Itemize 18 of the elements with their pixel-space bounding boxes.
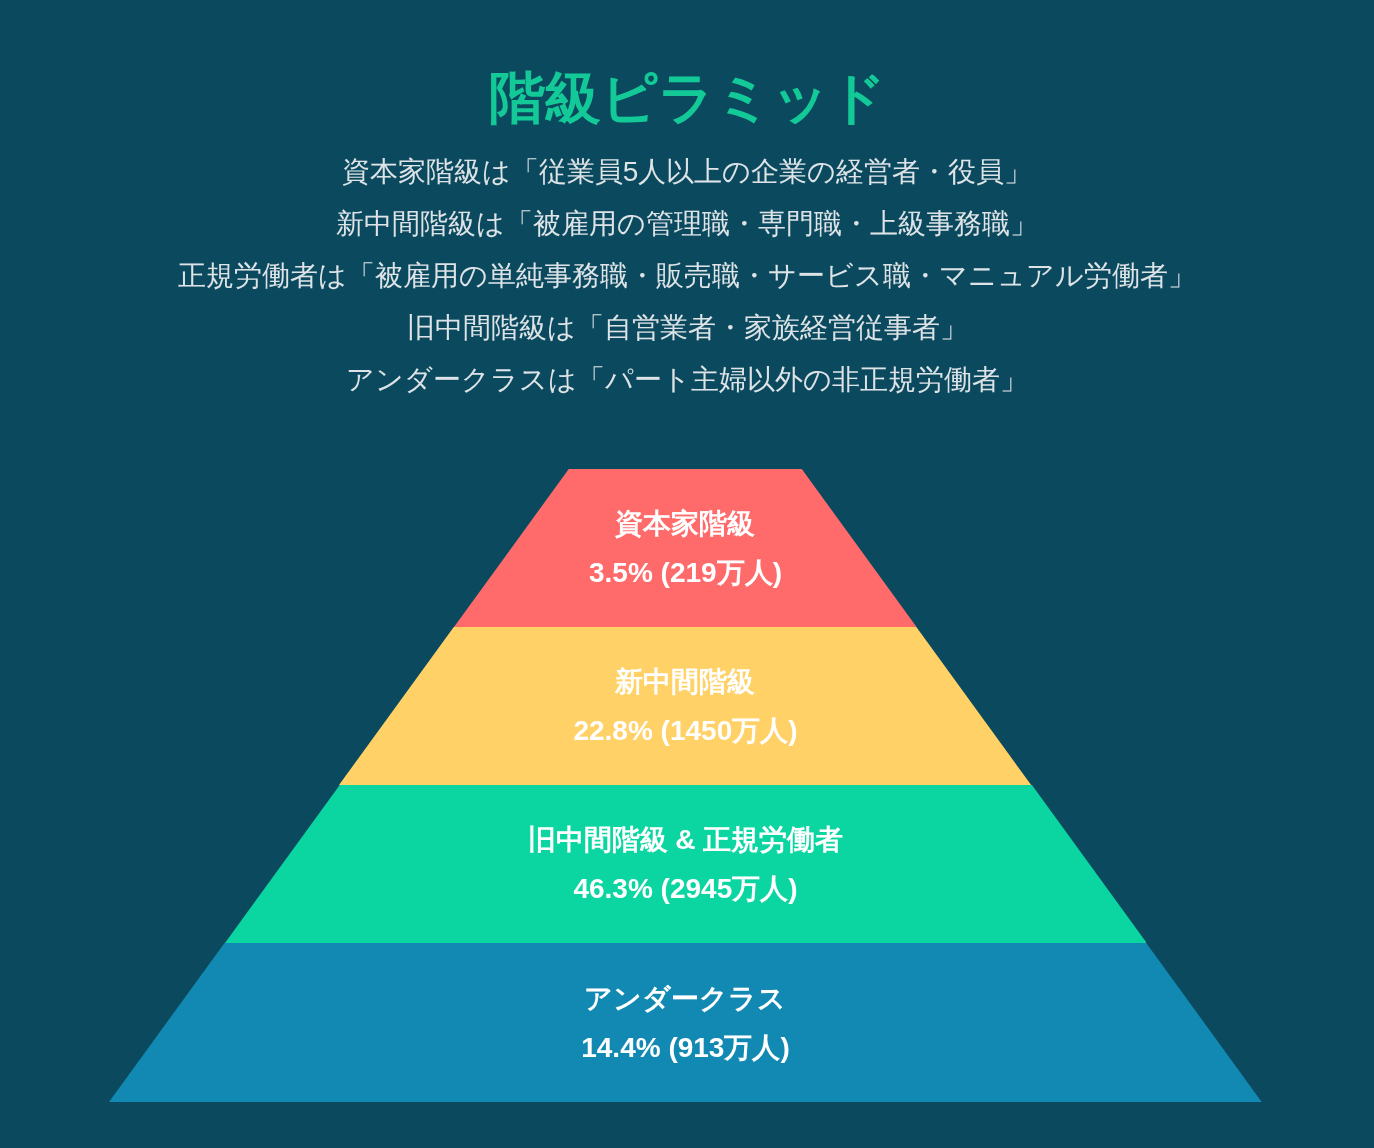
tier-name: 新中間階級 xyxy=(615,665,756,699)
definition-text: 新中間階級は「被雇用の管理職・専門職・上級事務職」 xyxy=(336,207,1038,241)
definition-text: 資本家階級は「従業員5人以上の企業の経営者・役員」 xyxy=(341,155,1033,189)
tier-value: 14.4% (913万人) xyxy=(581,1030,790,1065)
definition-text: アンダークラスは「パート主婦以外の非正規労働者」 xyxy=(346,363,1028,397)
pyramid-tier xyxy=(224,785,1147,943)
tier-value: 3.5% (219万人) xyxy=(589,556,782,590)
tier-value: 22.8% (1450万人) xyxy=(573,714,798,748)
title: 階級ピラミッド xyxy=(488,65,886,131)
definition-text: 正規労働者は「被雇用の単純事務職・販売職・サービス職・マニュアル労働者」 xyxy=(178,259,1196,293)
pyramid-tier xyxy=(339,627,1032,785)
pyramid-tier xyxy=(454,469,917,627)
tier-name: 旧中間階級 & 正規労働者 xyxy=(527,823,844,857)
tier-value: 46.3% (2945万人) xyxy=(573,872,798,906)
tier-name: アンダークラス xyxy=(584,981,787,1016)
tier-name: 資本家階級 xyxy=(615,507,756,541)
definition-text: 旧中間階級は「自営業者・家族経営従事者」 xyxy=(406,311,968,345)
pyramid-tier xyxy=(109,943,1262,1102)
